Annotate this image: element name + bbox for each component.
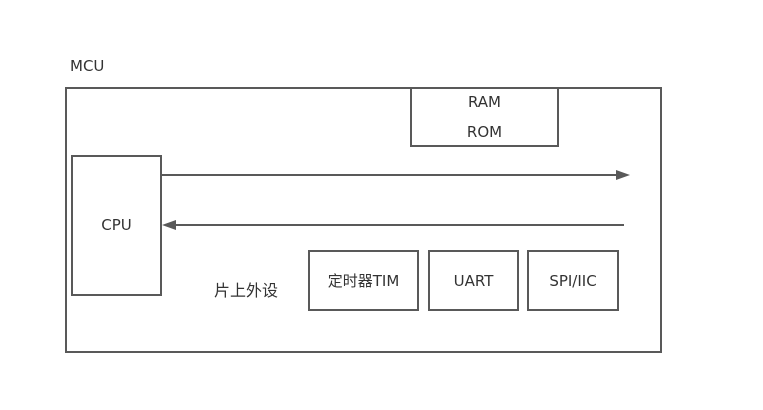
mcu-title: MCU xyxy=(70,57,105,75)
peripherals-label: 片上外设 xyxy=(214,281,279,300)
peripheral-uart-label: UART xyxy=(453,272,494,290)
cpu-block: CPU xyxy=(71,155,162,296)
ram-label: RAM xyxy=(467,93,502,111)
peripheral-spi-iic: SPI/IIC xyxy=(527,250,619,311)
peripheral-uart: UART xyxy=(428,250,519,311)
memory-block: RAM ROM xyxy=(410,87,559,147)
peripheral-timer-label: 定时器TIM xyxy=(327,272,400,290)
rom-label: ROM xyxy=(466,123,503,141)
peripheral-timer: 定时器TIM xyxy=(308,250,419,311)
cpu-label: CPU xyxy=(101,216,132,234)
peripheral-spi-iic-label: SPI/IIC xyxy=(549,272,597,290)
